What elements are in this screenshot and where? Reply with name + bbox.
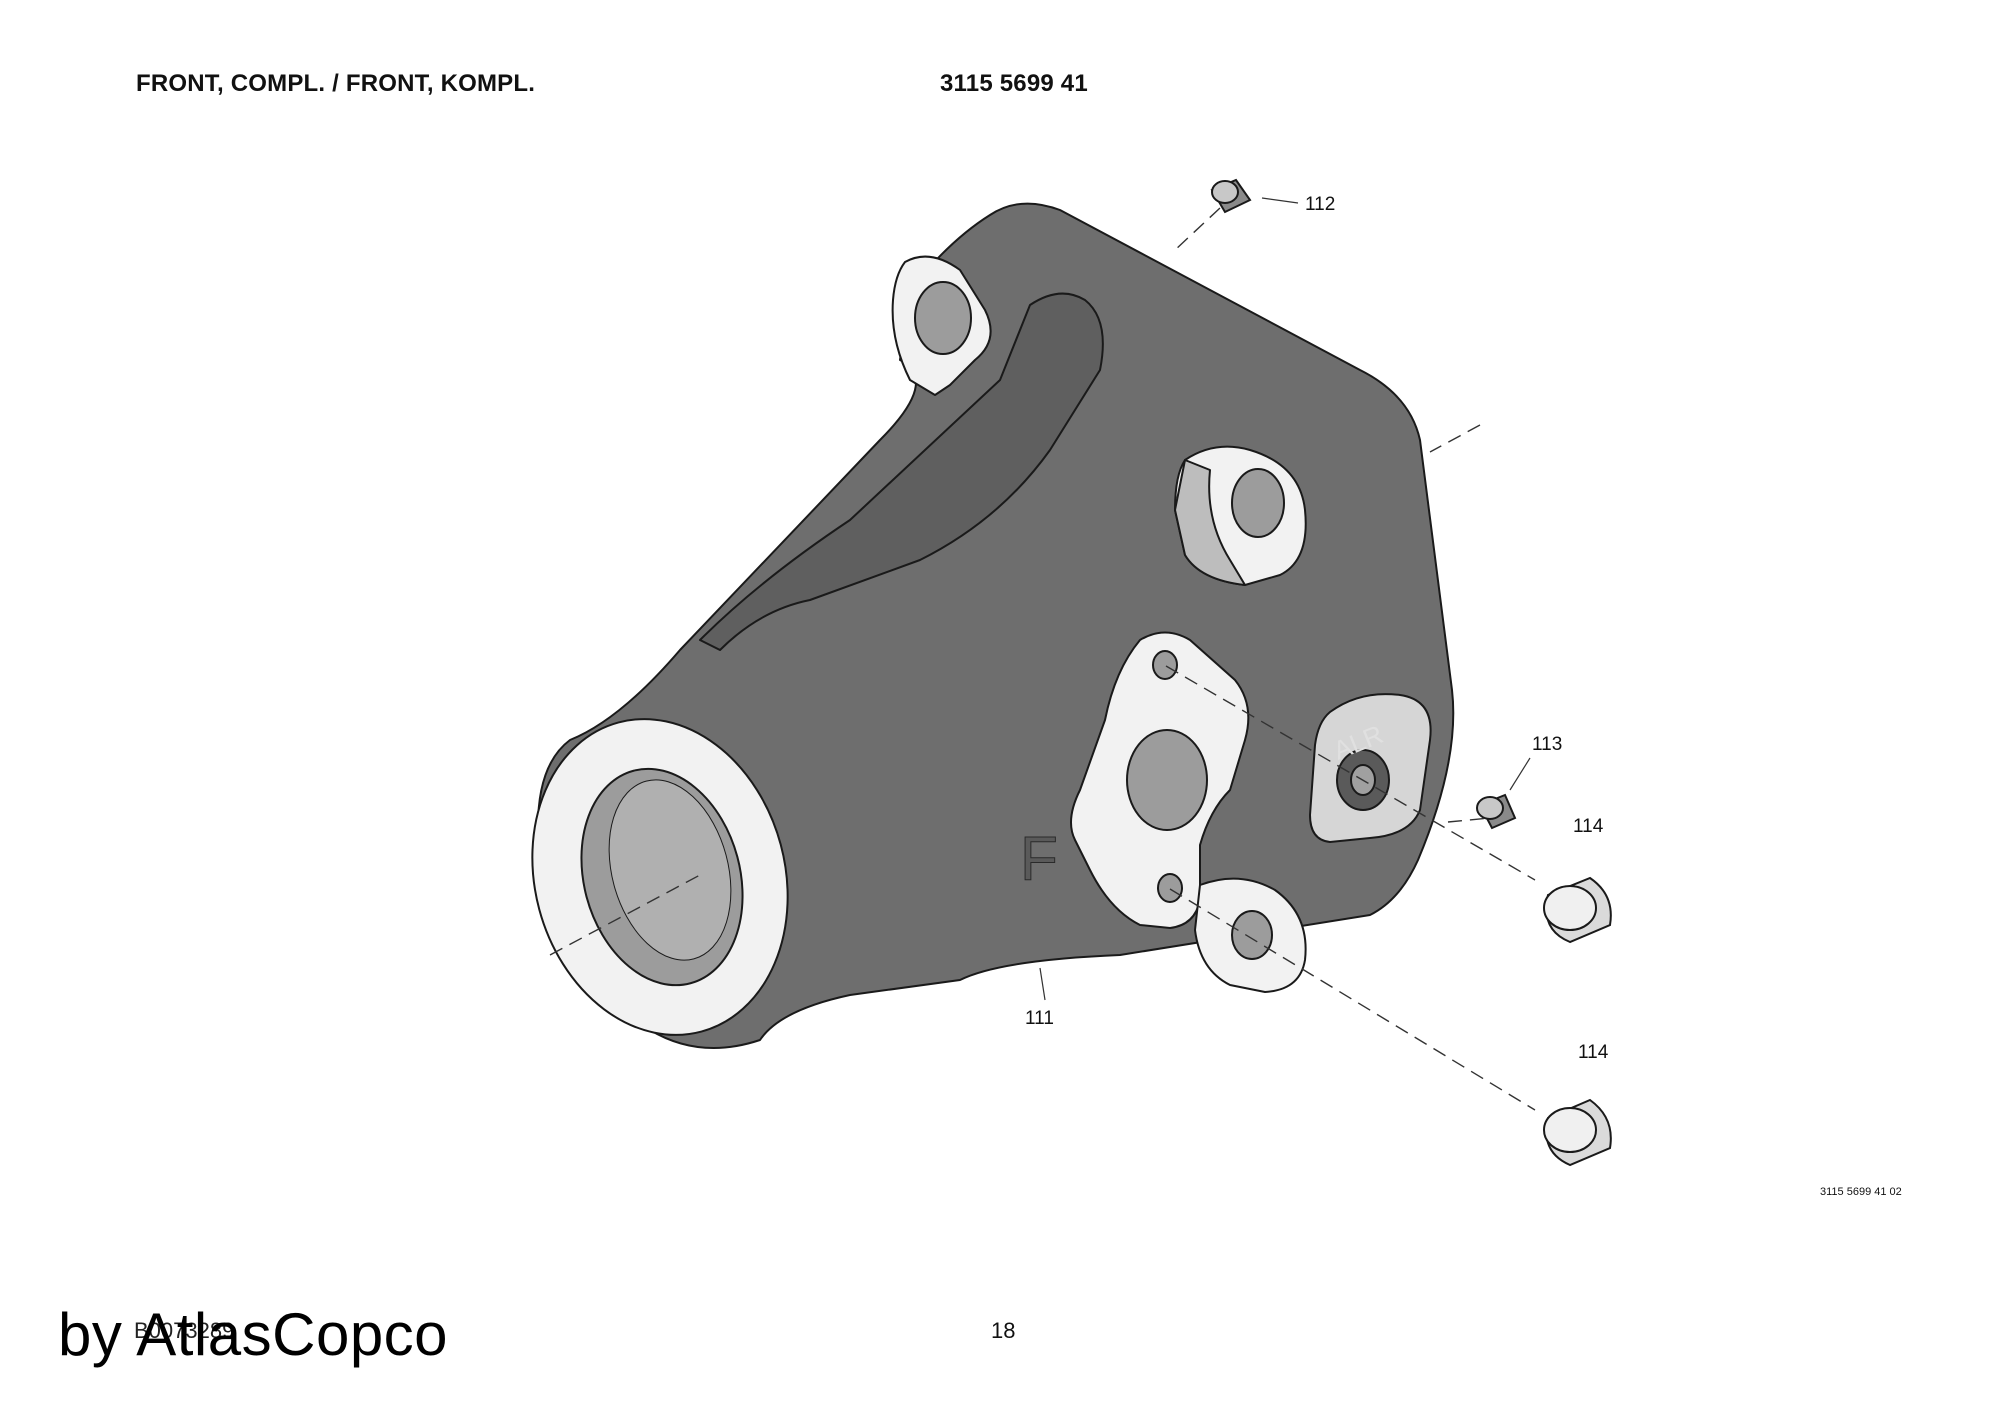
top-lug-bore xyxy=(914,281,972,355)
leader-114a-dash xyxy=(1165,665,1536,881)
side-lug-bore xyxy=(1231,468,1285,538)
flange-upper-hole xyxy=(1152,650,1178,680)
callout-113: 113 xyxy=(1532,734,1562,755)
plug-114-lower xyxy=(1543,1098,1612,1167)
leader-112-dash xyxy=(1174,207,1221,251)
leader-112 xyxy=(1261,197,1299,204)
callout-111: 111 xyxy=(1025,1008,1054,1029)
leader-113-dash xyxy=(1447,817,1491,823)
leader-114b-dash xyxy=(1169,888,1536,1111)
upper-ridge xyxy=(699,292,1104,651)
f-mark: F xyxy=(1020,825,1058,894)
plug-112 xyxy=(1210,178,1252,214)
callout-112: 112 xyxy=(1305,194,1335,215)
document-reference: B0073289 xyxy=(134,1318,235,1343)
plug-114-upper xyxy=(1543,876,1612,944)
nose-bore-inner xyxy=(608,779,732,961)
leader-113 xyxy=(1509,757,1531,791)
side-lug-shade xyxy=(1174,459,1246,586)
leader-111 xyxy=(1039,967,1046,1001)
axis-dash xyxy=(1429,424,1481,453)
flange-main-bore xyxy=(1126,729,1208,831)
callout-114-upper: 114 xyxy=(1573,816,1604,837)
drawing-ref: 3115 5699 41 02 xyxy=(1820,1186,1902,1198)
flange-lower-hole xyxy=(1157,873,1183,903)
part-number: 3115 5699 41 xyxy=(940,70,1088,97)
nose-axis xyxy=(549,874,701,956)
page-title: FRONT, COMPL. / FRONT, KOMPL. xyxy=(136,70,536,97)
plug-113 xyxy=(1476,793,1517,830)
watermark: by AtlasCopco xyxy=(58,1301,449,1368)
page-number: 18 xyxy=(991,1318,1016,1343)
callout-114-lower: 114 xyxy=(1578,1042,1609,1063)
lower-lug-bore xyxy=(1231,910,1273,960)
